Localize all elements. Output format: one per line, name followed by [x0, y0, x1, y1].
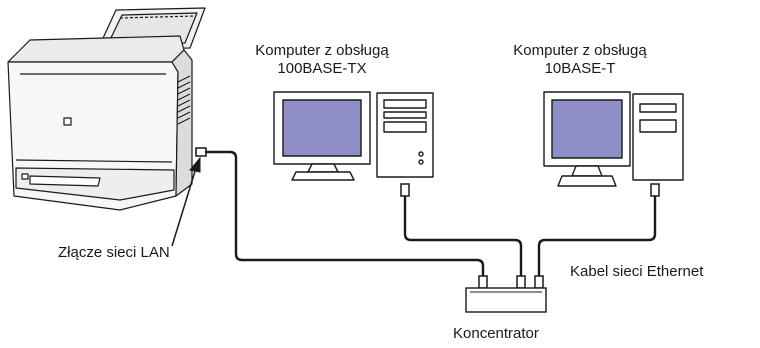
plug-computer-100: [400, 183, 410, 197]
computer-100-cable: [403, 194, 523, 278]
lan-port-label: Złącze sieci LAN: [58, 244, 170, 261]
computer-100-label: Komputer z obsługą 100BASE-TX: [250, 42, 394, 78]
printer-illustration: [7, 7, 207, 211]
network-cables: [204, 150, 657, 278]
computer-100-illustration: [273, 91, 434, 181]
computer-10-label-line2: 10BASE-T: [544, 60, 616, 77]
computer-100-label-line1: Komputer z obsługą: [255, 42, 389, 59]
lan-port-arrow: [171, 156, 201, 247]
plug-hub-2: [516, 275, 526, 289]
printer-cable: [204, 150, 485, 278]
computer-10-label: Komputer z obsługą 10BASE-T: [506, 42, 654, 78]
monitor-screen: [551, 99, 623, 159]
computer-10-cable: [537, 194, 657, 278]
computer-10-illustration: [543, 91, 684, 187]
hub-illustration: [465, 287, 547, 313]
computer-10-label-line1: Komputer z obsługą: [513, 42, 647, 59]
hub-label: Koncentrator: [453, 325, 539, 342]
plug-computer-10: [650, 183, 660, 197]
plug-hub-1: [478, 275, 488, 289]
ethernet-cable-label: Kabel sieci Ethernet: [570, 263, 704, 280]
plug-hub-3: [534, 275, 544, 289]
computer-100-label-line2: 100BASE-TX: [277, 60, 367, 77]
monitor-screen: [282, 99, 362, 157]
